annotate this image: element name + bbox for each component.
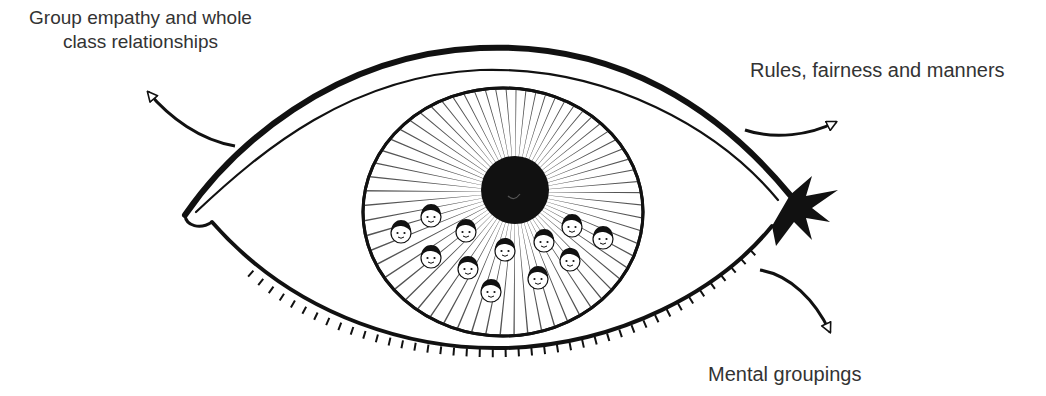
iris — [363, 88, 643, 336]
leader-arrow — [760, 270, 830, 332]
callout-label: Mental groupings — [708, 362, 861, 387]
pupil — [481, 156, 549, 224]
tear-duct — [185, 215, 212, 226]
leader-arrow — [745, 122, 836, 135]
leader-arrow — [148, 92, 235, 146]
lid-crease — [196, 70, 778, 212]
callout-label: Group empathy and whole class relationsh… — [8, 6, 273, 54]
corner-lashes — [772, 176, 838, 246]
lower-lashes — [250, 245, 760, 353]
iris-rays — [435, 112, 595, 272]
callout-label: Rules, fairness and manners — [750, 58, 1005, 83]
children-faces — [391, 204, 613, 302]
lower-lid — [212, 222, 772, 348]
upper-lid — [185, 48, 790, 215]
